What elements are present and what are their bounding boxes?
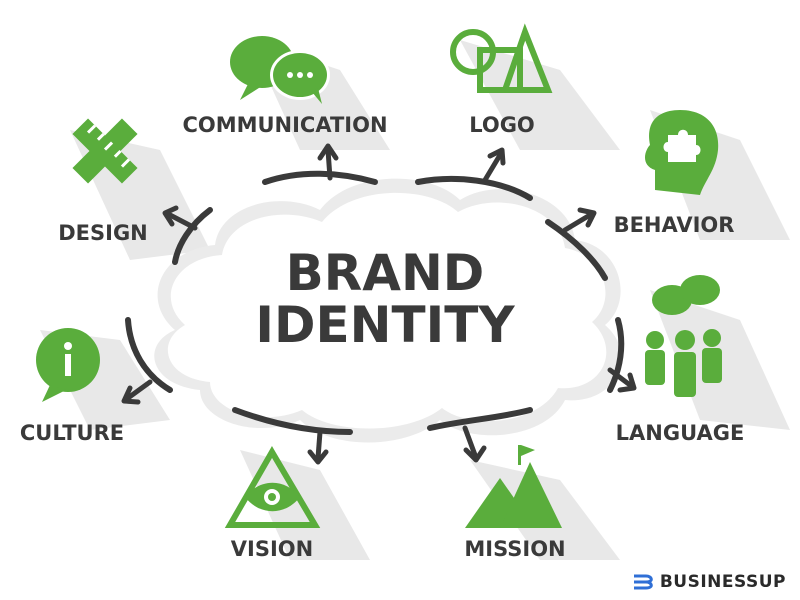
businessup-logo-icon [633,574,653,590]
connector-arrows [121,143,637,465]
node-vision: VISION [231,537,313,561]
head-puzzle-icon [645,110,719,195]
node-language: LANGUAGE [616,421,745,445]
cloud [154,178,622,443]
speech-bubbles-icon [230,36,330,104]
node-culture: CULTURE [20,421,124,445]
pencil-ruler-icon [72,118,138,184]
info-bubble-icon [36,328,100,402]
node-behavior: BEHAVIOR [614,213,735,237]
node-mission: MISSION [464,537,565,561]
watermark-text: BUSINESSUP [659,572,786,592]
businessup-watermark: BUSINESSUP [632,572,786,592]
node-logo: LOGO [469,113,535,137]
title-brand: BRAND [286,244,485,302]
connector-arcs [125,170,625,435]
eye-triangle-icon [224,446,321,528]
mountain-flag-icon [465,445,562,528]
people-talking-icon [645,275,722,397]
node-design: DESIGN [58,221,148,245]
node-communication: COMMUNICATION [182,113,387,137]
title-identity: IDENTITY [255,296,515,354]
shapes-icon [450,23,553,93]
